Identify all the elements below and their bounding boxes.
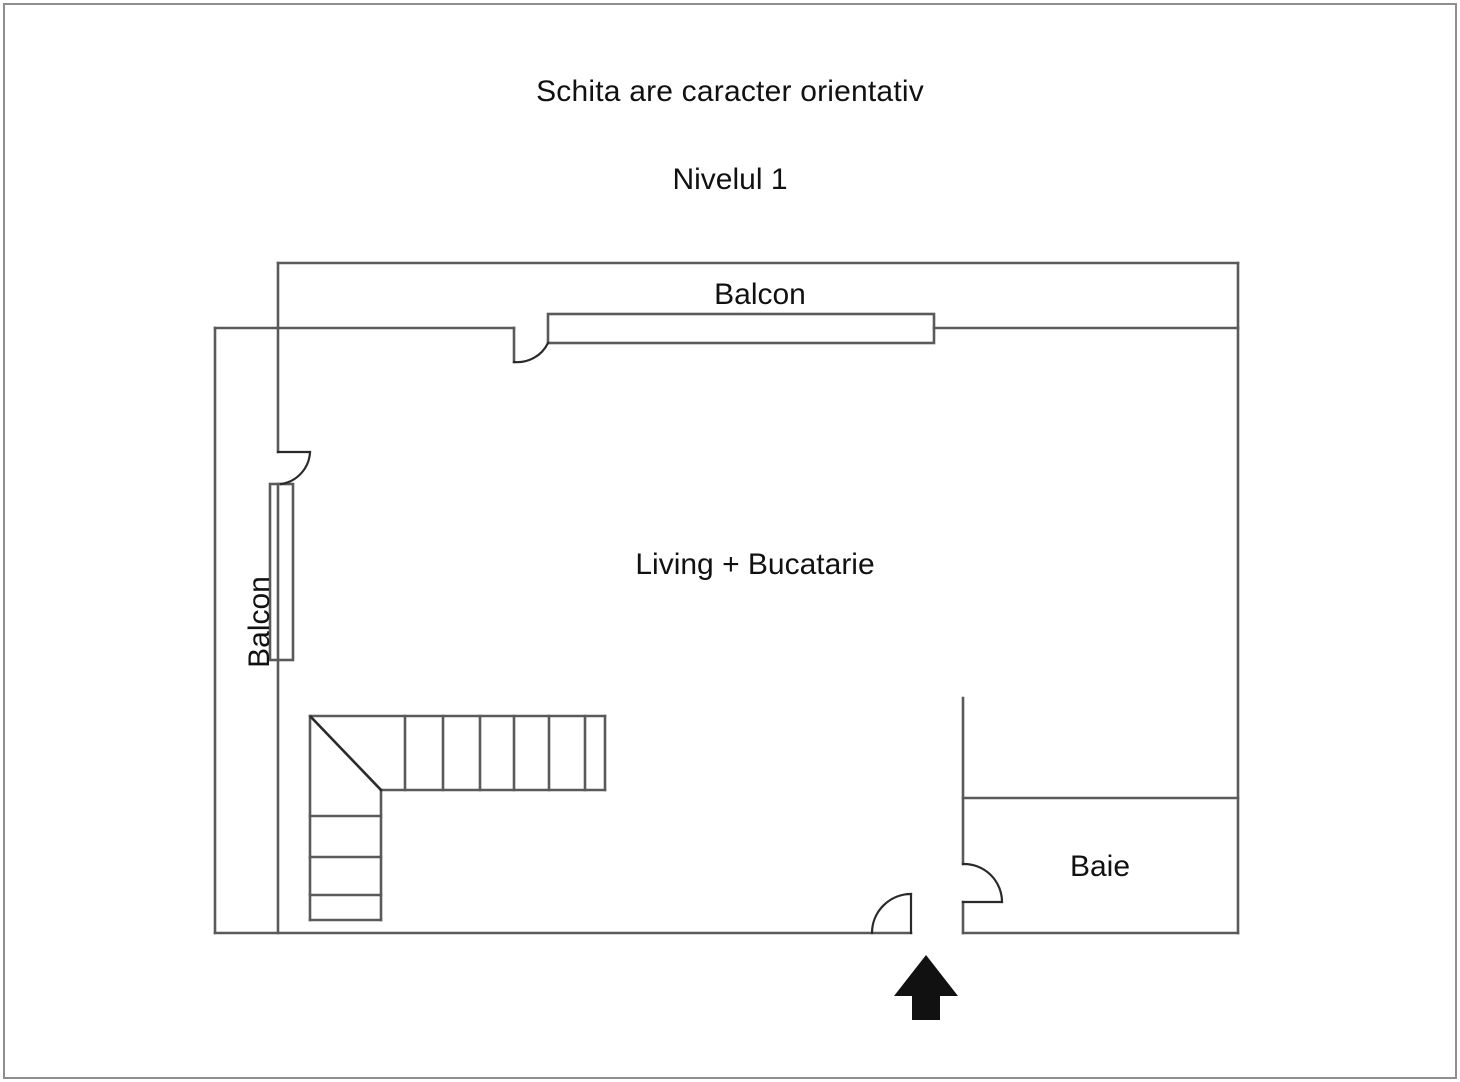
door-swing-entrance bbox=[870, 892, 913, 935]
door-swing-balcony-left bbox=[279, 450, 312, 486]
page-title: Schita are caracter orientativ bbox=[536, 75, 924, 108]
room-label-balcon-top: Balcon bbox=[714, 278, 806, 311]
room-label-living: Living + Bucatarie bbox=[635, 548, 875, 581]
entrance-direction-arrow bbox=[894, 955, 958, 1020]
room-label-baie: Baie bbox=[1069, 850, 1131, 883]
room-label-balcon-left: Balcon bbox=[243, 576, 276, 668]
door-swing-bathroom bbox=[961, 862, 1004, 904]
stair-winder-diagonal bbox=[309, 715, 383, 792]
balcony-railing-top bbox=[546, 312, 936, 345]
level-subtitle: Nivelul 1 bbox=[672, 163, 788, 196]
door-swing-balcony-top bbox=[512, 341, 550, 364]
